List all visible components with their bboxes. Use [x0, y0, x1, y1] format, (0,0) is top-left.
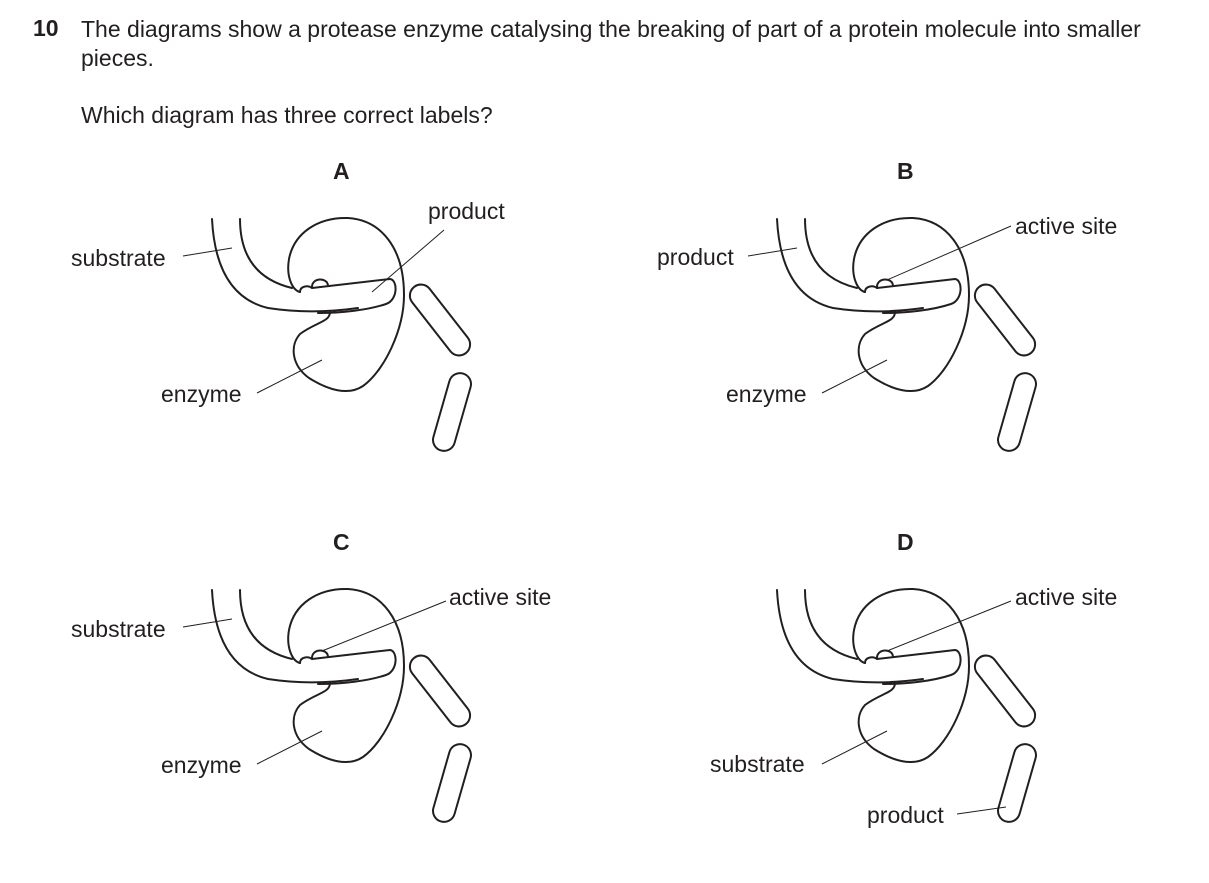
leader-line — [182, 618, 233, 628]
substrate-outer-strand — [776, 589, 924, 684]
leader-line — [886, 225, 1012, 281]
substrate-tail — [299, 278, 397, 314]
question-number: 10 — [33, 15, 59, 41]
label-enzyme: enzyme — [161, 381, 242, 407]
label-product: product — [657, 244, 734, 270]
substrate-tail — [299, 649, 397, 685]
label-active-site: active site — [1015, 213, 1117, 239]
enzyme-outline — [852, 587, 970, 764]
label-active-site: active site — [449, 584, 551, 610]
option-b-letter: B — [897, 158, 914, 184]
substrate-inner-strand — [239, 218, 293, 289]
question-prompt: Which diagram has three correct labels? — [81, 102, 493, 128]
product-fragment-1 — [973, 654, 1037, 728]
product-fragment-2 — [432, 372, 472, 452]
enzyme-outline — [287, 216, 405, 393]
label-product: product — [867, 802, 944, 828]
substrate-tail — [864, 278, 962, 314]
leader-line — [182, 247, 233, 257]
product-fragment-1 — [973, 283, 1037, 357]
product-fragment-1 — [408, 654, 472, 728]
leader-line — [371, 229, 445, 293]
leader-line — [821, 359, 888, 394]
leader-line — [256, 359, 323, 394]
active-site — [311, 278, 329, 289]
active-site — [311, 649, 329, 660]
active-site — [876, 278, 894, 289]
active-site — [876, 649, 894, 660]
leader-line — [747, 247, 798, 257]
substrate-inner-strand — [239, 589, 293, 660]
leader-line — [886, 600, 1012, 652]
label-substrate: substrate — [710, 751, 805, 777]
substrate-inner-strand — [804, 218, 858, 289]
leader-line — [821, 730, 888, 765]
substrate-inner-strand — [804, 589, 858, 660]
product-fragment-1 — [408, 283, 472, 357]
enzyme-outline — [852, 216, 970, 393]
enzyme-outline — [287, 587, 405, 764]
leader-line — [321, 600, 447, 652]
product-fragment-2 — [997, 743, 1037, 823]
label-substrate: substrate — [71, 245, 166, 271]
product-fragment-2 — [997, 372, 1037, 452]
label-active-site: active site — [1015, 584, 1117, 610]
product-fragment-2 — [432, 743, 472, 823]
label-enzyme: enzyme — [726, 381, 807, 407]
option-a-letter: A — [333, 158, 350, 184]
label-substrate: substrate — [71, 616, 166, 642]
option-c-letter: C — [333, 529, 350, 555]
substrate-tail — [864, 649, 962, 685]
label-product: product — [428, 198, 505, 224]
question-stem: The diagrams show a protease enzyme cata… — [81, 16, 1141, 71]
label-enzyme: enzyme — [161, 752, 242, 778]
leader-line — [256, 730, 323, 765]
leader-line — [956, 806, 1007, 815]
option-d-letter: D — [897, 529, 914, 555]
